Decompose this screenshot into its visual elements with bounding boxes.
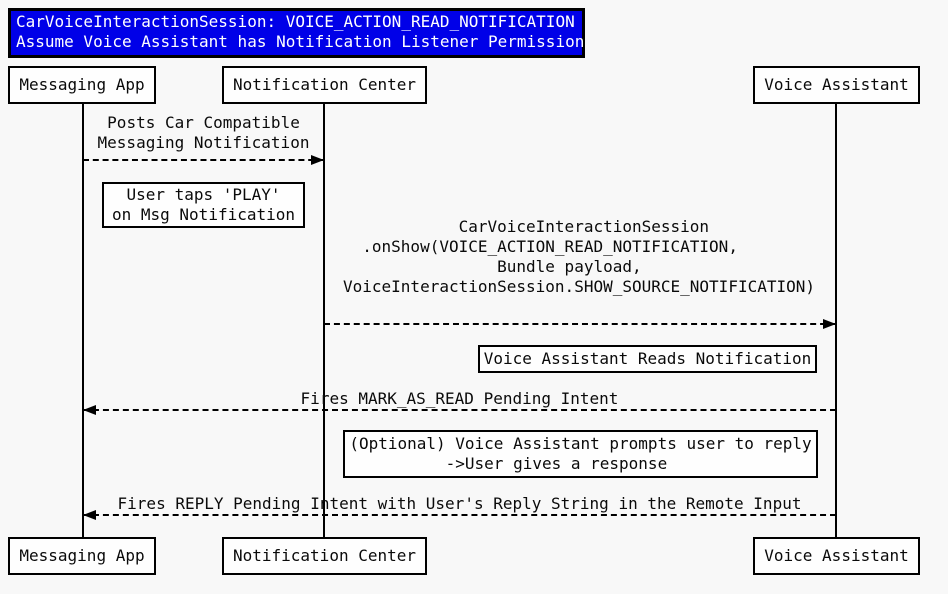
note-optional-reply-prompt: (Optional) Voice Assistant prompts user … xyxy=(343,430,818,478)
actor-label: Messaging App xyxy=(19,546,145,565)
actor-top-messaging-app: Messaging App xyxy=(8,66,156,104)
message-label-onshow: CarVoiceInteractionSession .onShow(VOICE… xyxy=(343,217,816,296)
actor-bottom-voice-assistant: Voice Assistant xyxy=(753,537,920,575)
lifeline-notification-center xyxy=(323,104,325,537)
note-text: User taps 'PLAY' on Msg Notification xyxy=(111,185,296,224)
diagram-title: CarVoiceInteractionSession: VOICE_ACTION… xyxy=(8,8,585,58)
actor-bottom-messaging-app: Messaging App xyxy=(8,537,156,575)
actor-top-voice-assistant: Voice Assistant xyxy=(753,66,920,104)
message-arrow-reply-intent xyxy=(83,510,836,520)
lifeline-voice-assistant xyxy=(835,104,837,537)
message-arrow-onshow xyxy=(324,319,836,329)
message-arrow-posts-notification xyxy=(83,155,324,165)
actor-label: Notification Center xyxy=(232,75,417,94)
lifeline-messaging-app xyxy=(82,104,84,537)
actor-top-notification-center: Notification Center xyxy=(222,66,427,104)
arrowhead-right-icon xyxy=(823,319,836,329)
actor-bottom-notification-center: Notification Center xyxy=(222,537,427,575)
note-user-taps-play: User taps 'PLAY' on Msg Notification xyxy=(102,182,305,228)
arrowhead-left-icon xyxy=(83,510,96,520)
actor-label: Messaging App xyxy=(19,75,145,94)
message-label-reply-intent: Fires REPLY Pending Intent with User's R… xyxy=(117,494,802,513)
note-text: Voice Assistant Reads Notification xyxy=(483,349,812,368)
arrowhead-left-icon xyxy=(83,405,96,415)
message-label-posts-notification: Posts Car Compatible Messaging Notificat… xyxy=(97,113,310,152)
actor-label: Voice Assistant xyxy=(764,546,909,565)
arrowhead-right-icon xyxy=(311,155,324,165)
note-text: (Optional) Voice Assistant prompts user … xyxy=(349,434,812,473)
message-arrow-mark-as-read xyxy=(83,405,836,415)
actor-label: Notification Center xyxy=(232,546,417,565)
message-label-mark-as-read: Fires MARK_AS_READ Pending Intent xyxy=(300,389,619,408)
note-reads-notification: Voice Assistant Reads Notification xyxy=(478,345,817,373)
actor-label: Voice Assistant xyxy=(764,75,909,94)
